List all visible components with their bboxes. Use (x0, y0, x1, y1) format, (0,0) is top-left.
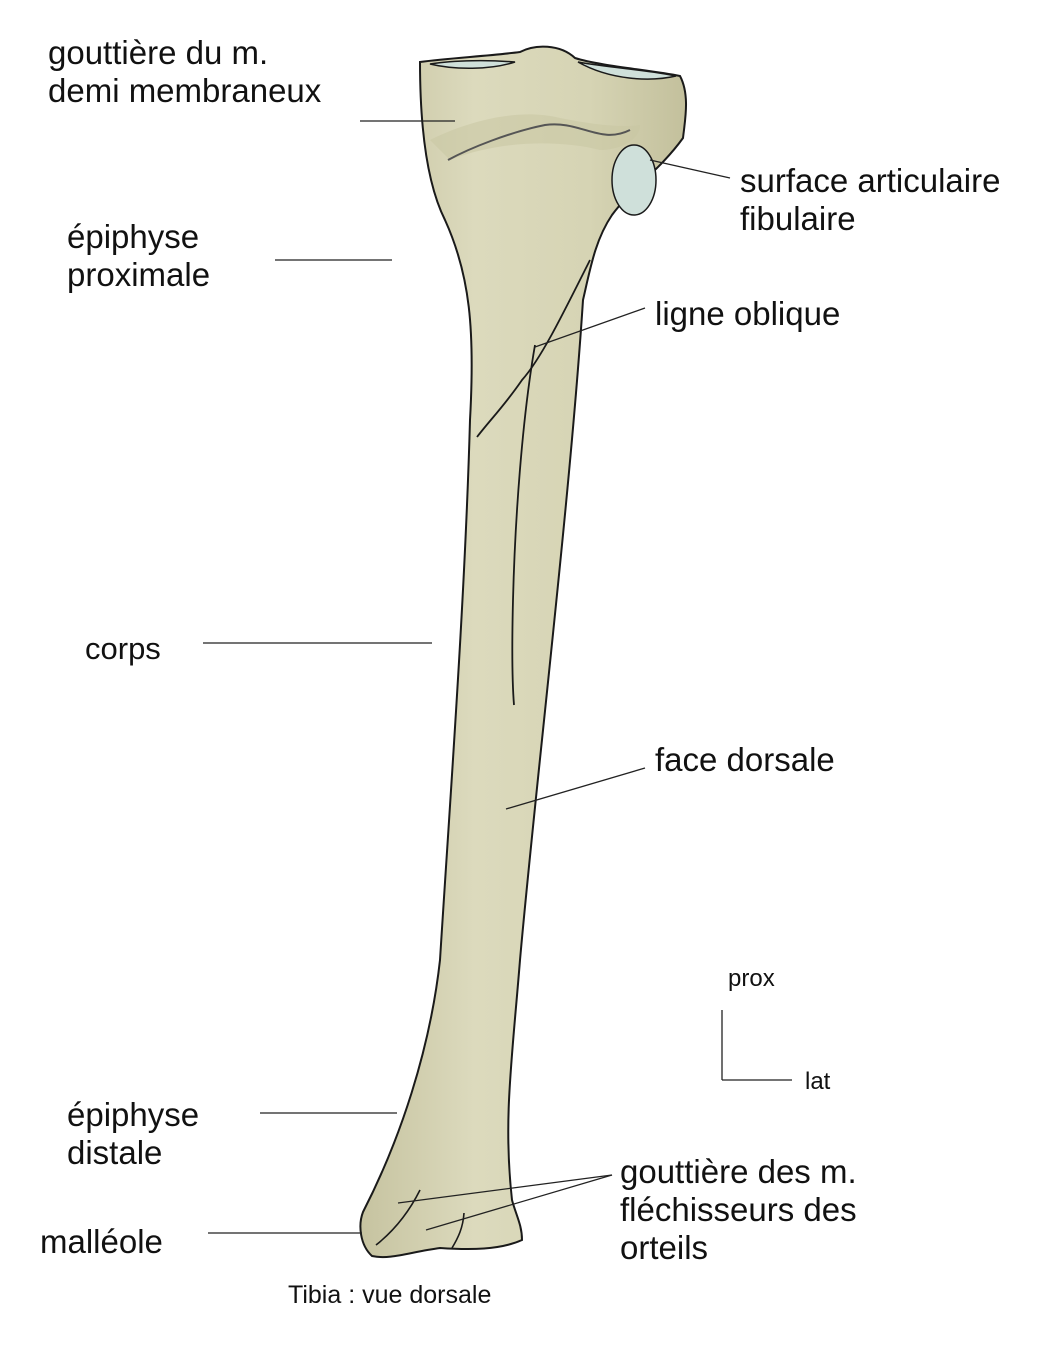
orientation-label-prox: prox (728, 965, 775, 992)
label-line: fléchisseurs des (620, 1190, 857, 1228)
label-face-dorsale: face dorsale (655, 741, 835, 778)
label-epiphyse-distale: épiphyse distale (67, 1096, 199, 1172)
label-line: surface articulaire (740, 162, 1001, 199)
label-line: proximale (67, 255, 211, 293)
vertical-ridge (511, 344, 536, 706)
medial-articular-surface (429, 59, 516, 69)
lateral-articular-surface (577, 61, 677, 80)
label-gouttiere-flechisseurs: gouttière des m. fléchisseurs des orteil… (620, 1153, 857, 1267)
figure-caption: Tibia : vue dorsale (288, 1281, 492, 1309)
leader-gouttiere-fl-2 (425, 1174, 613, 1231)
label-line: distale (67, 1133, 163, 1171)
leader-ligne-obl (534, 307, 646, 348)
distal-groove-1 (375, 1189, 421, 1246)
label-line: gouttière des m. (620, 1153, 857, 1190)
label-line: orteils (620, 1228, 709, 1266)
label-line: fibulaire (740, 199, 856, 237)
label-surface-articulaire-fibulaire: surface articulaire fibulaire (740, 162, 1000, 238)
label-line: gouttière du m. (48, 34, 269, 71)
label-corps: corps (85, 631, 161, 666)
semimembranosus-groove-line (447, 123, 631, 161)
label-line: épiphyse (67, 1096, 200, 1133)
orientation-indicator (721, 1010, 792, 1081)
leader-face-dors (505, 767, 646, 810)
label-malleole: malléole (40, 1223, 163, 1260)
fibular-articular-facet (611, 144, 657, 216)
label-gouttiere-demi-membraneux: gouttière du m. demi membraneux (48, 34, 321, 110)
tibia-bone-outline (359, 45, 688, 1259)
label-line: épiphyse (67, 218, 200, 255)
leader-gouttiere-fl-1 (397, 1174, 613, 1204)
distal-groove-2 (451, 1212, 465, 1249)
label-epiphyse-proximale: épiphyse proximale (67, 218, 210, 294)
leader-surface-fib (649, 159, 731, 179)
label-ligne-oblique: ligne oblique (655, 295, 841, 332)
label-line: demi membraneux (48, 71, 322, 109)
orientation-label-lat: lat (805, 1068, 831, 1095)
groove-shading (430, 114, 640, 160)
oblique-line (476, 259, 591, 438)
leader-lines (203, 120, 731, 1234)
